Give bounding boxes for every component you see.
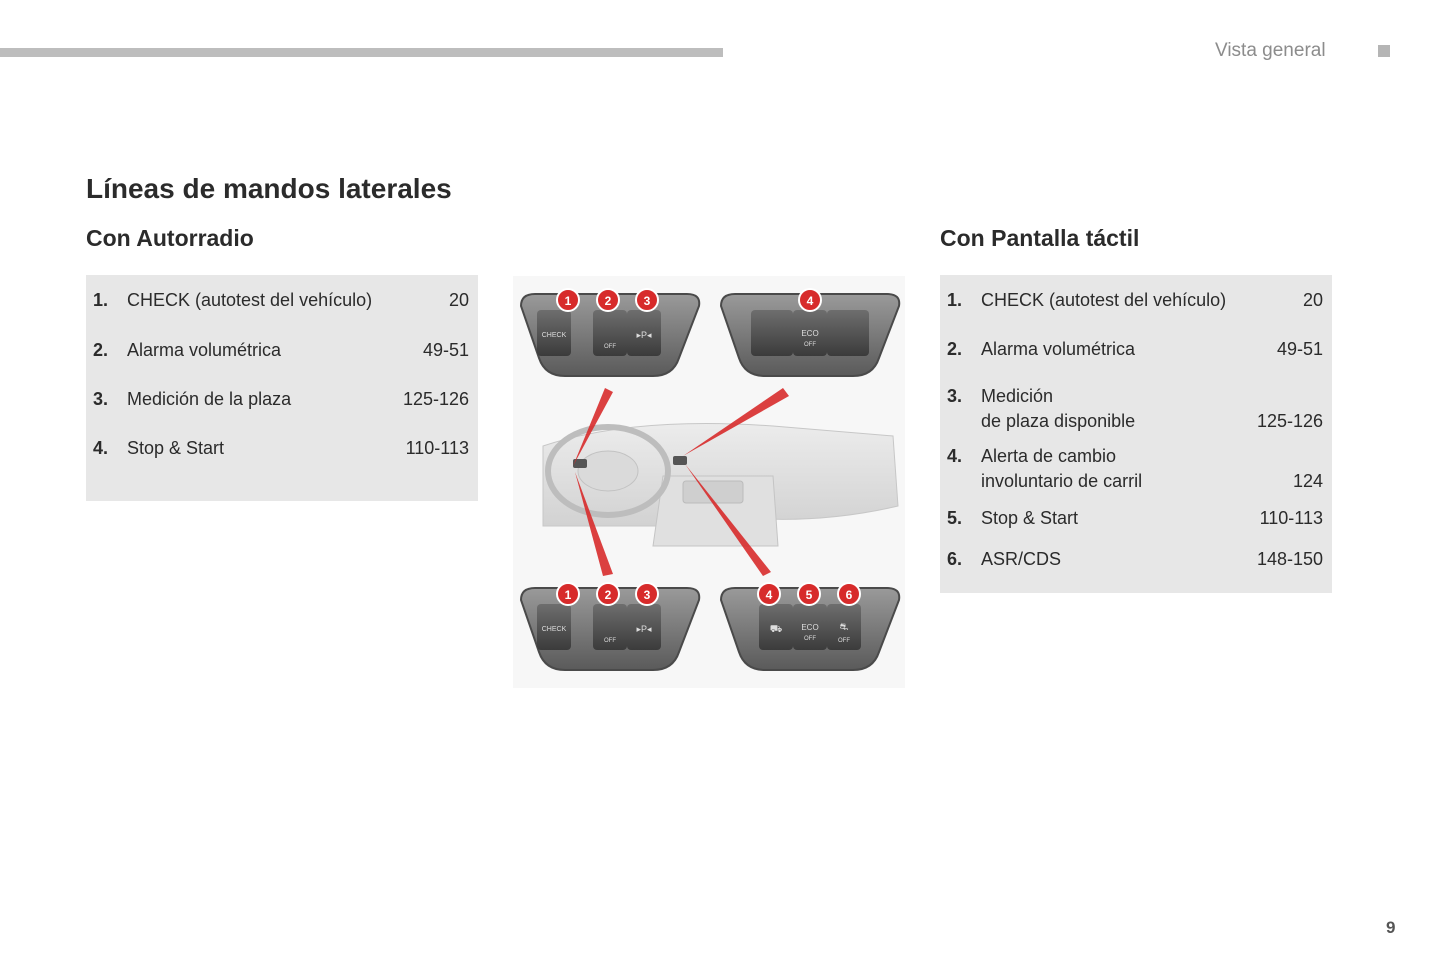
item-label: Stop & Start xyxy=(127,438,225,458)
eco-button xyxy=(793,604,827,650)
item-label: Medición de la plaza xyxy=(127,389,292,409)
callout-number: 2 xyxy=(605,588,612,602)
item-number: 5. xyxy=(947,508,963,528)
item-page: 110-113 xyxy=(1259,508,1323,528)
check-button xyxy=(537,310,571,356)
list-item: 4. Alerta de cambio involuntario de carr… xyxy=(940,444,1332,494)
callout-3-icon xyxy=(635,288,659,312)
dashboard-illustration: CHECK OFF ▸P◂ 1 2 3 ECO OFF 4 xyxy=(513,276,905,688)
callout-number: 5 xyxy=(806,588,813,602)
control-pod-bottom-right: ⛟ ECO OFF ⛐ OFF 4 5 6 xyxy=(719,582,901,671)
control-pod-bottom-left: CHECK OFF ▸P◂ 1 2 3 xyxy=(519,582,701,671)
item-label: Alarma volumétrica xyxy=(981,339,1136,359)
callout-number: 2 xyxy=(605,294,612,308)
item-label: Alarma volumétrica xyxy=(127,340,282,360)
callout-4-icon xyxy=(757,582,781,606)
control-pod-top-left: CHECK OFF ▸P◂ 1 2 3 xyxy=(519,288,701,377)
callout-number: 6 xyxy=(846,588,853,602)
subtitle-autorradio: Con Autorradio xyxy=(86,225,254,251)
callout-number: 4 xyxy=(807,294,814,308)
item-number: 4. xyxy=(947,446,963,466)
callout-1-icon xyxy=(556,288,580,312)
item-page: 49-51 xyxy=(1276,339,1323,359)
callout-2-icon xyxy=(596,288,620,312)
item-label: CHECK (autotest del vehículo) xyxy=(981,290,1227,310)
item-number: 2. xyxy=(93,340,109,360)
callout-5-icon xyxy=(797,582,821,606)
item-page: 124 xyxy=(1292,471,1323,491)
parking-button xyxy=(627,604,661,650)
eco-off-label: OFF xyxy=(804,342,816,348)
page-title: Líneas de mandos laterales xyxy=(86,173,452,204)
check-button-label: CHECK xyxy=(542,332,567,339)
item-page: 125-126 xyxy=(402,389,469,409)
parking-icon: ▸P◂ xyxy=(636,330,652,340)
control-pod-top-right: ECO OFF 4 xyxy=(719,288,901,377)
item-label: ASR/CDS xyxy=(981,549,1062,569)
callout-wedges xyxy=(573,388,789,576)
eco-button xyxy=(793,310,827,356)
parking-button xyxy=(627,310,661,356)
item-label-line2: involuntario de carril xyxy=(981,471,1143,491)
item-number: 3. xyxy=(947,386,963,406)
item-number: 1. xyxy=(947,290,963,310)
eco-off-label: OFF xyxy=(804,636,816,642)
asr-off-label: OFF xyxy=(838,638,850,644)
section-label: Vista general xyxy=(1215,40,1326,61)
callout-2-icon xyxy=(596,582,620,606)
item-page: 110-113 xyxy=(405,438,469,458)
eco-label: ECO xyxy=(801,329,818,338)
item-number: 2. xyxy=(947,339,963,359)
check-button-label: CHECK xyxy=(542,626,567,633)
alarm-button xyxy=(593,310,627,356)
item-label: Alerta de cambio involuntario de carril xyxy=(981,444,1142,494)
lane-departure-icon: ⛟ xyxy=(770,624,783,635)
blank-button xyxy=(827,310,869,356)
page-number: 9 xyxy=(1386,918,1396,937)
parking-icon: ▸P◂ xyxy=(636,624,652,634)
item-number: 1. xyxy=(93,290,109,310)
alarm-button xyxy=(593,604,627,650)
pantalla-tactil-list: 1. CHECK (autotest del vehículo) 20 2. A… xyxy=(940,275,1332,593)
item-label-line1: Medición xyxy=(981,386,1054,406)
item-label: Medición de plaza disponible xyxy=(981,384,1135,434)
asr-button xyxy=(827,604,861,650)
item-page: 125-126 xyxy=(1256,411,1323,431)
callout-6-icon xyxy=(837,582,861,606)
item-page: 49-51 xyxy=(422,340,469,360)
subtitle-pantalla-tactil: Con Pantalla táctil xyxy=(940,225,1140,251)
callout-number: 3 xyxy=(644,294,651,308)
asr-icon: ⛐ xyxy=(840,622,849,633)
callout-number: 4 xyxy=(766,588,773,602)
callout-1-icon xyxy=(556,582,580,606)
item-number: 3. xyxy=(93,389,109,409)
callout-number: 1 xyxy=(565,294,572,308)
item-label-line1: Alerta de cambio xyxy=(981,446,1117,466)
item-number: 4. xyxy=(93,438,109,458)
callout-number: 3 xyxy=(644,588,651,602)
callout-number: 1 xyxy=(565,588,572,602)
header-rule xyxy=(0,48,723,57)
eco-label: ECO xyxy=(801,623,818,632)
callout-4-icon xyxy=(798,288,822,312)
blank-button xyxy=(751,310,793,356)
item-page: 20 xyxy=(448,290,469,310)
item-label: CHECK (autotest del vehículo) xyxy=(127,290,373,310)
alarm-off-label: OFF xyxy=(604,638,616,644)
list-item: 3. Medición de plaza disponible 125-126 xyxy=(940,384,1332,434)
item-label-line2: de plaza disponible xyxy=(981,411,1136,431)
item-label: Stop & Start xyxy=(981,508,1079,528)
item-number: 6. xyxy=(947,549,963,569)
callout-3-icon xyxy=(635,582,659,606)
autorradio-list: 1. CHECK (autotest del vehículo) 20 2. A… xyxy=(86,275,478,501)
dashboard-svg: CHECK OFF ▸P◂ 1 2 3 ECO OFF 4 xyxy=(513,276,905,688)
item-page: 148-150 xyxy=(1256,549,1323,569)
section-marker-icon xyxy=(1378,45,1390,57)
check-button xyxy=(537,604,571,650)
item-page: 20 xyxy=(1302,290,1323,310)
alarm-off-label: OFF xyxy=(604,344,616,350)
lane-departure-button xyxy=(759,604,793,650)
